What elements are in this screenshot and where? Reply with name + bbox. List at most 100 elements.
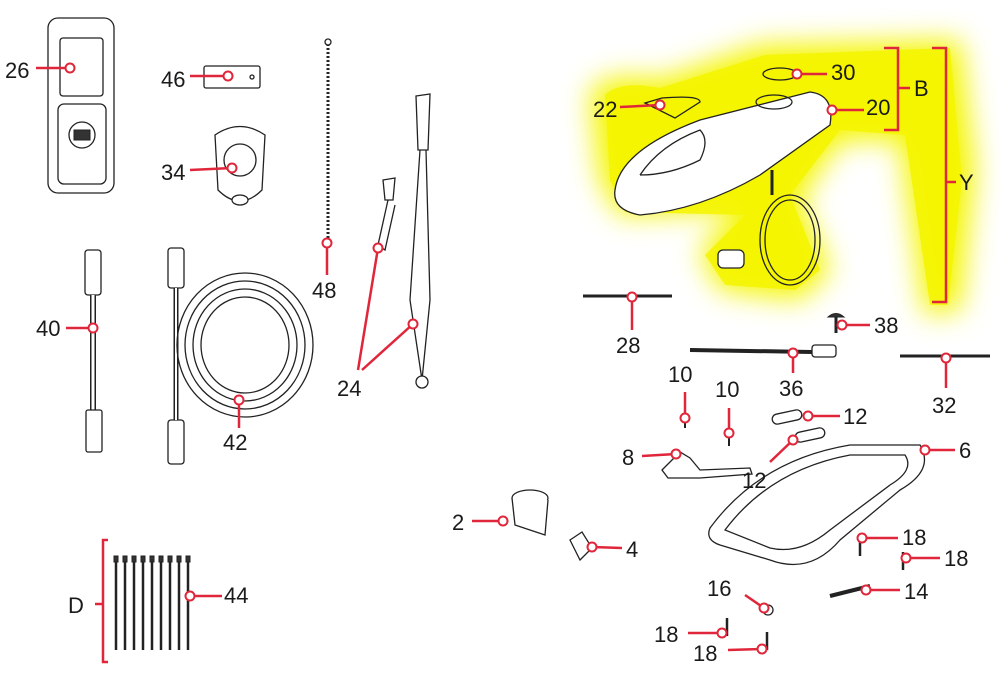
callout-number: 18 <box>693 641 717 666</box>
callout-c22[interactable]: 22 <box>593 97 666 122</box>
callout-c42[interactable]: 42 <box>223 394 247 456</box>
part-24-lanyard-clip[interactable] <box>377 93 431 389</box>
callout-c12a[interactable]: 12 <box>802 404 868 429</box>
part-38-screw[interactable] <box>826 313 846 334</box>
callout-dot <box>940 352 952 364</box>
callout-c8[interactable]: 8 <box>622 445 682 470</box>
callout-number: 32 <box>932 393 956 418</box>
part-40-adapter-cable[interactable] <box>84 249 103 453</box>
callout-c48[interactable]: 48 <box>312 237 336 304</box>
callout-c28[interactable]: 28 <box>616 291 640 359</box>
bracket-B <box>884 46 910 132</box>
callout-number: 14 <box>904 579 928 604</box>
cable-tie-head <box>185 555 191 563</box>
callout-number: 4 <box>626 537 638 562</box>
cable-tie-head <box>158 555 164 563</box>
callout-c38[interactable]: 38 <box>836 313 899 338</box>
callout-c10a[interactable]: 10 <box>668 362 692 424</box>
callout-dot <box>586 541 598 553</box>
cable-tie-head <box>176 555 182 563</box>
callout-c26[interactable]: 26 <box>5 58 76 83</box>
callout-c18d[interactable]: 18 <box>693 641 768 666</box>
part-26-remote[interactable] <box>47 17 115 194</box>
part-10-screws[interactable] <box>684 410 730 446</box>
part-34-fob[interactable] <box>214 125 266 206</box>
callout-c16[interactable]: 16 <box>707 576 770 614</box>
callout-dot <box>787 434 799 446</box>
part-20-cover-assembly[interactable] <box>614 67 832 286</box>
callout-c36[interactable]: 36 <box>779 347 803 402</box>
callout-dot <box>826 104 838 116</box>
callout-number: 10 <box>715 377 739 402</box>
callout-dot <box>654 99 666 111</box>
callout-number: 16 <box>707 576 731 601</box>
callout-number: 22 <box>593 97 617 122</box>
callout-c24[interactable]: 24 <box>337 242 419 402</box>
callout-dot <box>723 427 735 439</box>
callout-number: 28 <box>616 333 640 358</box>
callout-number: 2 <box>452 510 464 535</box>
leader-line <box>619 103 661 109</box>
callout-dot <box>758 602 770 614</box>
cable-tie-head <box>122 555 128 563</box>
callout-number: 42 <box>223 430 247 455</box>
callout-c18c[interactable]: 18 <box>654 622 728 647</box>
callout-dot <box>222 70 234 82</box>
callout-c18b[interactable]: 18 <box>900 546 969 571</box>
part-44-cable-ties[interactable] <box>113 555 191 650</box>
callout-c6[interactable]: 6 <box>919 438 972 463</box>
callout-c4[interactable]: 4 <box>586 537 639 562</box>
callout-number: 12 <box>843 404 867 429</box>
callout-dot <box>497 515 509 527</box>
callout-number: 46 <box>161 67 185 92</box>
callout-c20[interactable]: 20 <box>826 95 891 120</box>
callout-dot <box>802 410 814 422</box>
callout-c14[interactable]: 14 <box>860 579 929 604</box>
callout-c18a[interactable]: 18 <box>856 525 927 550</box>
callout-number: 48 <box>312 278 336 303</box>
callout-c30[interactable]: 30 <box>791 60 856 85</box>
part-36-cable-tie[interactable] <box>689 344 837 358</box>
callout-c44[interactable]: 44 <box>184 583 249 608</box>
cable-tie-head <box>113 555 119 563</box>
cable-tie-head <box>131 555 137 563</box>
callout-dot <box>900 552 912 564</box>
callout-dot <box>64 62 76 74</box>
callout-c10b[interactable]: 10 <box>715 377 739 439</box>
callout-number: 30 <box>831 60 855 85</box>
callout-c2[interactable]: 2 <box>452 510 509 535</box>
callout-dot <box>756 643 768 655</box>
part-12-pins[interactable] <box>771 409 826 443</box>
callout-c32[interactable]: 32 <box>932 352 956 419</box>
part-42-extension-cable[interactable] <box>167 247 314 465</box>
callout-c12b[interactable]: 12 <box>742 434 799 494</box>
cable-tie-head <box>140 555 146 563</box>
callout-dot <box>836 319 848 331</box>
callout-dot <box>407 318 419 330</box>
callout-dot <box>626 291 638 303</box>
part-6-base[interactable] <box>708 444 926 566</box>
bracket-Y <box>932 46 956 304</box>
part-2-clamp[interactable] <box>511 489 549 536</box>
callout-number: 18 <box>902 525 926 550</box>
callout-number: 10 <box>668 362 692 387</box>
callout-dot <box>226 162 238 174</box>
group-label-Y: Y <box>959 170 974 195</box>
callout-number: 24 <box>337 376 361 401</box>
callout-c46[interactable]: 46 <box>161 67 234 92</box>
callout-c40[interactable]: 40 <box>36 316 99 341</box>
part-48-lanyard[interactable] <box>324 38 332 245</box>
callout-dot <box>670 448 682 460</box>
callout-number: 36 <box>779 376 803 401</box>
callout-c34[interactable]: 34 <box>161 160 238 185</box>
callout-number: 40 <box>36 316 60 341</box>
part-22-decal <box>643 96 701 119</box>
group-label-B: B <box>914 76 929 101</box>
callout-number: 26 <box>5 58 29 83</box>
part-8-bracket[interactable] <box>661 451 753 479</box>
callout-number: 18 <box>654 622 678 647</box>
leader-line <box>361 323 414 371</box>
leader-line <box>189 166 233 172</box>
